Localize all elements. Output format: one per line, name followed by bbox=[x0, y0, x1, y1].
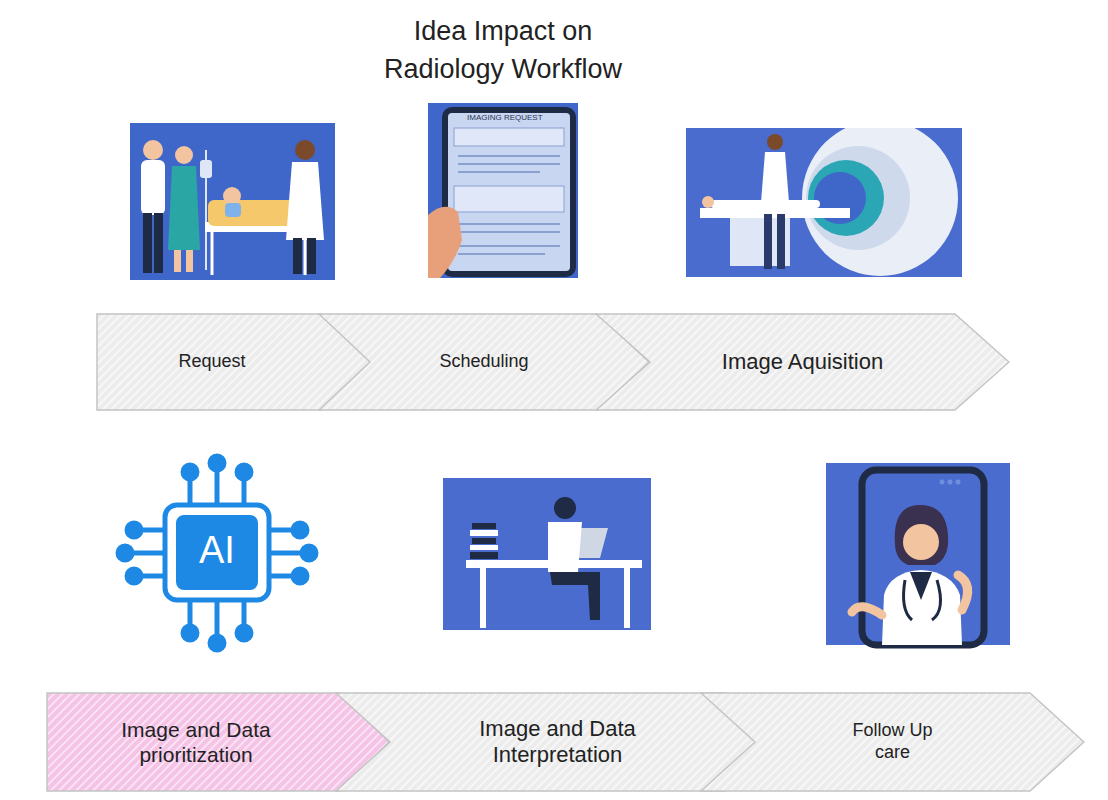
step-label: Image and Data prioritization bbox=[111, 717, 281, 767]
chevron-outline bbox=[336, 693, 779, 791]
chevron-outline bbox=[596, 314, 1009, 410]
chevron-outline bbox=[319, 314, 649, 410]
step-label: Request bbox=[178, 351, 245, 373]
chevron-outline bbox=[47, 693, 389, 791]
diagram-title: Idea Impact on Radiology Workflow bbox=[363, 12, 643, 88]
chevron-text-area: Request bbox=[96, 313, 372, 411]
doctor-phone-illustration bbox=[826, 463, 1010, 645]
process-chevron: Request bbox=[96, 313, 372, 411]
step-label: Scheduling bbox=[439, 351, 528, 373]
tablet-heading: IMAGING REQUEST bbox=[467, 114, 543, 123]
chevron-text-area: Follow Up care bbox=[700, 692, 1085, 792]
ai-chip-icon bbox=[118, 456, 316, 650]
chevron-shape bbox=[46, 692, 390, 792]
step-label: Image Aquisition bbox=[722, 349, 883, 375]
chevron-text-area: Image and Data Interpretation bbox=[335, 692, 780, 792]
process-chevron: Scheduling bbox=[318, 313, 650, 411]
patient-scene bbox=[130, 123, 335, 280]
tablet-illustration bbox=[428, 103, 578, 278]
desk-worker-illustration bbox=[443, 478, 651, 630]
step-label: Image and Data Interpretation bbox=[468, 716, 648, 769]
chevron-text-area: Scheduling bbox=[318, 313, 650, 411]
process-chevron: Follow Up care bbox=[700, 692, 1085, 792]
ai-chip-text: AI bbox=[199, 530, 235, 572]
mri-scanner-illustration bbox=[686, 120, 962, 277]
chevron-outline bbox=[97, 314, 371, 410]
process-chevron: Image and Data Interpretation bbox=[335, 692, 780, 792]
chevron-text-area: Image Aquisition bbox=[595, 313, 1010, 411]
process-chevron: Image Aquisition bbox=[595, 313, 1010, 411]
chevron-outline bbox=[701, 693, 1084, 791]
process-chevron: Image and Data prioritization bbox=[46, 692, 390, 792]
step-label: Follow Up care bbox=[843, 720, 943, 763]
chevron-text-area: Image and Data prioritization bbox=[46, 692, 390, 792]
